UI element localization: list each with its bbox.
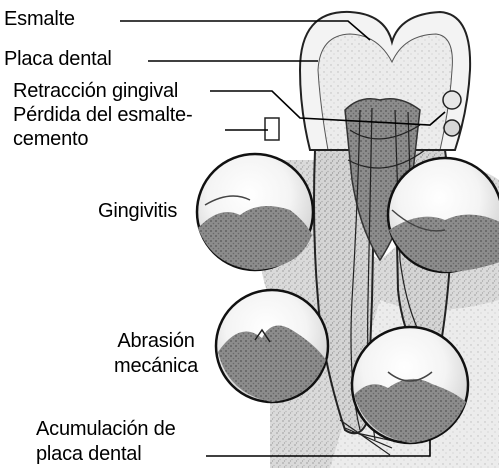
label-abrasion-line2: mecánica	[100, 355, 212, 377]
label-placa-dental: Placa dental	[4, 48, 112, 70]
label-acumulacion-line2: placa dental	[36, 443, 141, 465]
magnifier-right-upper	[388, 158, 499, 272]
label-gingivitis: Gingivitis	[98, 200, 177, 222]
label-perdida-line2: cemento	[13, 128, 88, 150]
label-esmalte: Esmalte	[4, 8, 75, 30]
label-acumulacion-line1: Acumulación de	[36, 418, 176, 440]
label-retraccion-gingival: Retracción gingival	[13, 80, 178, 102]
magnifier-abrasion	[216, 290, 328, 402]
magnifier-gingivitis	[197, 154, 313, 270]
label-abrasion-line1: Abrasión	[100, 330, 212, 352]
label-perdida-line1: Pérdida del esmalte-	[13, 104, 192, 126]
magnifier-plaque	[352, 327, 468, 443]
